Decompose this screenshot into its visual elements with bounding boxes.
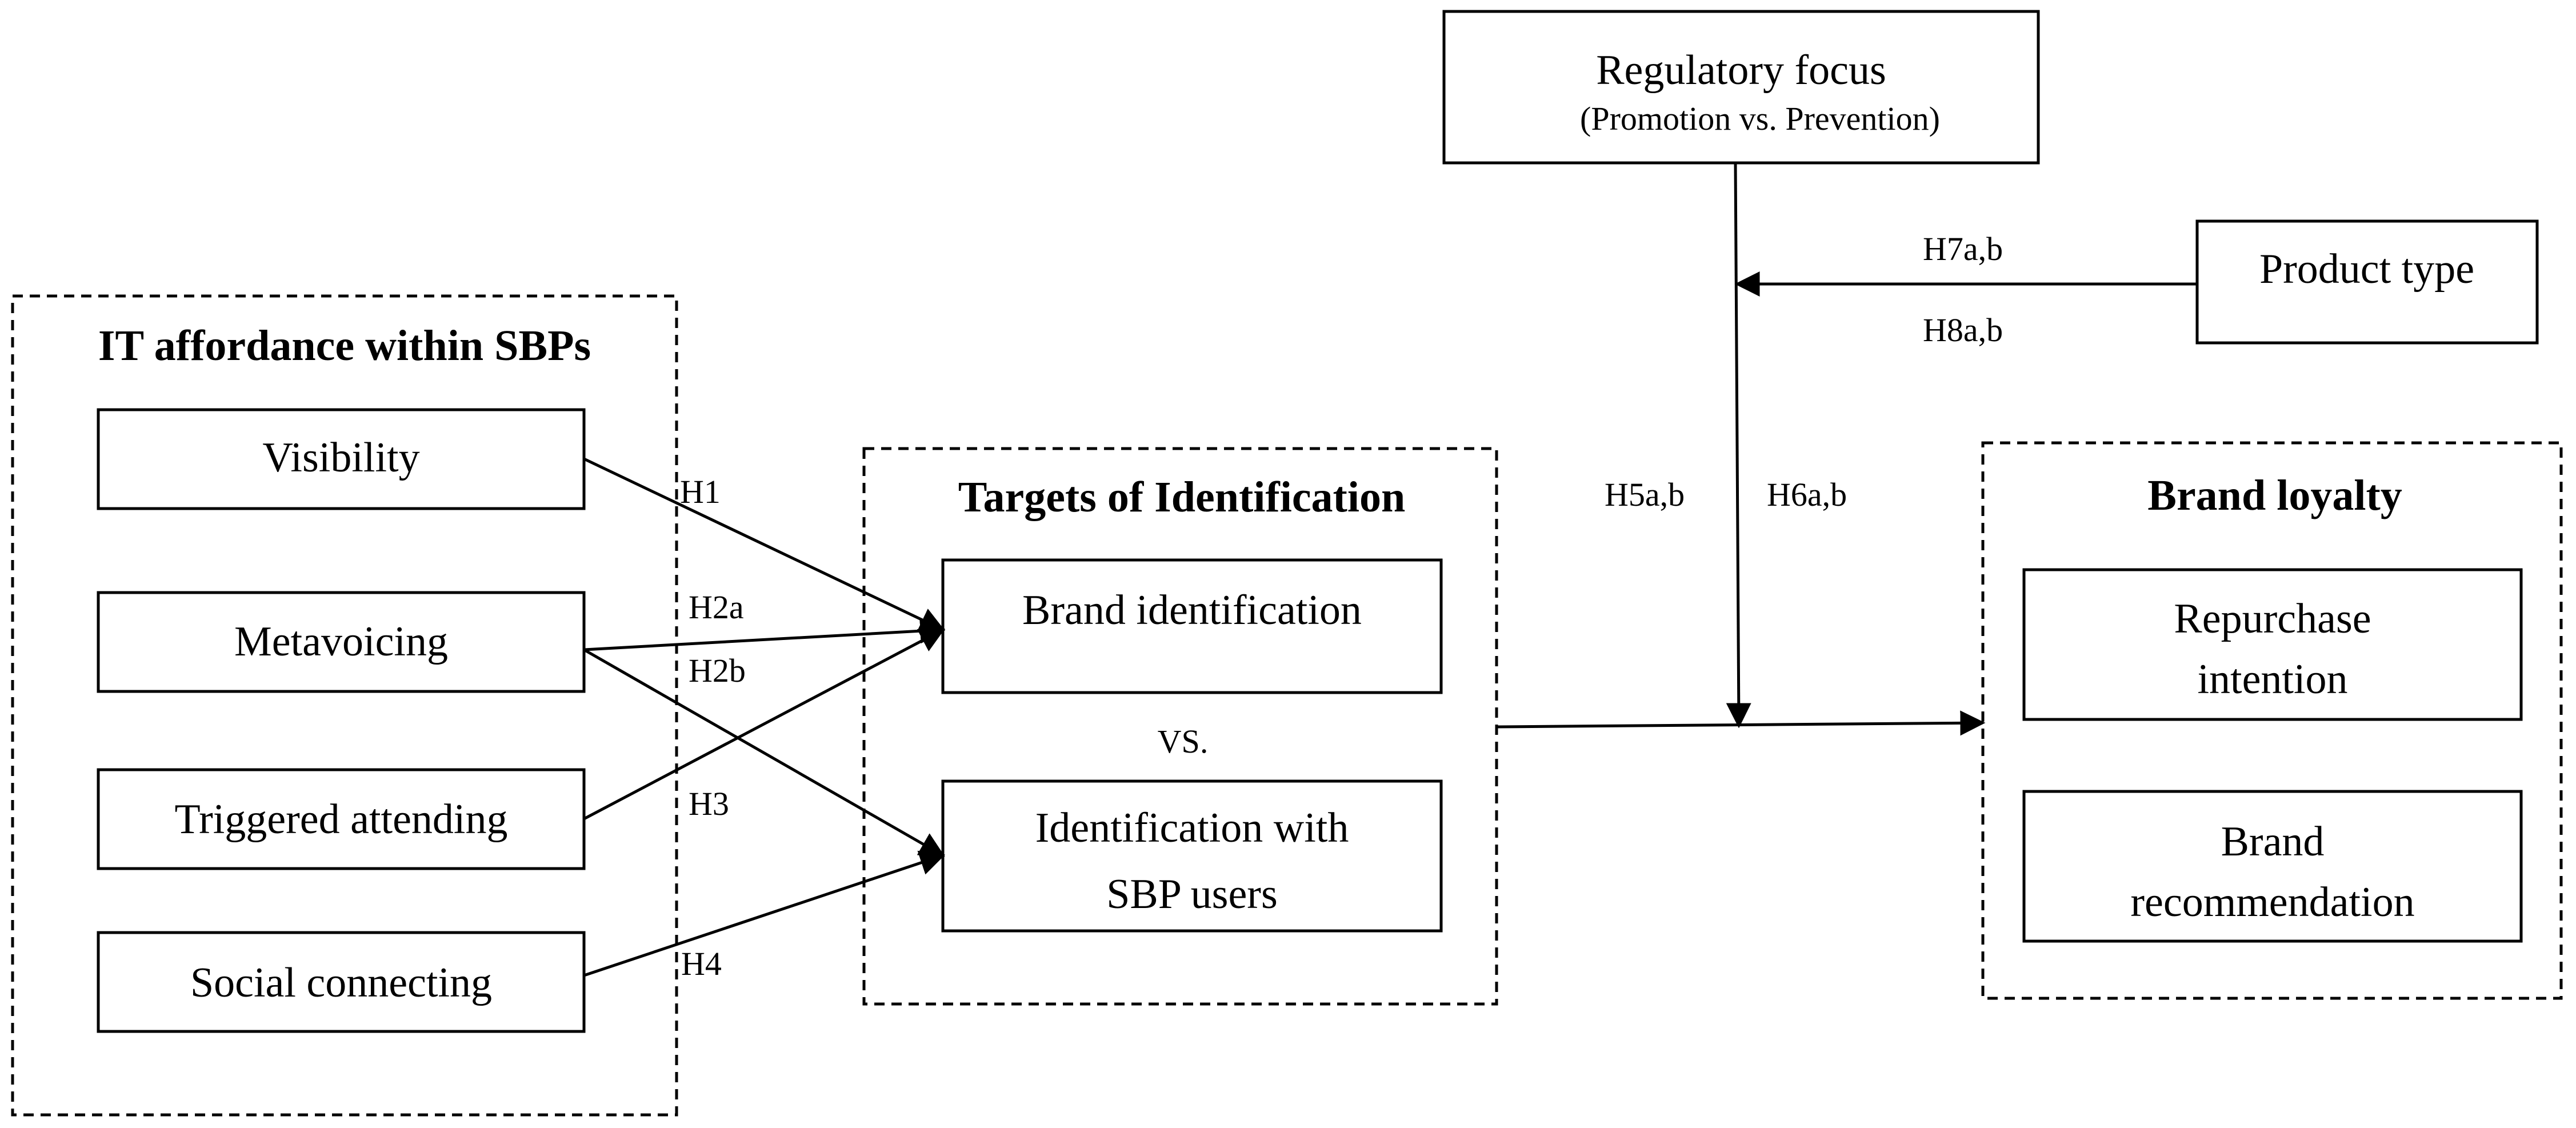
hypothesis-h4-label: H4 [681, 945, 722, 982]
triggered-attending-label: Triggered attending [174, 796, 507, 843]
group-it-affordance: IT affordance within SBPs [11, 294, 678, 1117]
hypothesis-h2a-label: H2a [689, 589, 744, 626]
identification-sbp-users-box: Identification with SBP users [941, 779, 1443, 933]
regulatory-focus-box: Regulatory focus (Promotion vs. Preventi… [1442, 10, 2040, 165]
metavoicing-label: Metavoicing [234, 618, 448, 665]
brand-recommendation-label-line1: Brand [2221, 818, 2325, 865]
product-type-label: Product type [2259, 246, 2474, 293]
repurchase-intention-label-line1: Repurchase [2174, 595, 2371, 642]
identification-sbp-users-label-line2: SBP users [1106, 871, 1278, 918]
hypothesis-h3-label: H3 [689, 785, 729, 822]
hypothesis-h1-label: H1 [680, 473, 721, 510]
hypothesis-h7-label: H7a,b [1923, 230, 2003, 267]
repurchase-intention-label-line2: intention [2197, 656, 2347, 703]
triggered-attending-box: Triggered attending [97, 768, 586, 870]
brand-recommendation-box: Brand recommendation [2022, 790, 2523, 943]
identification-sbp-users-label-line1: Identification with [1035, 805, 1349, 851]
hypothesis-h5-label: H5a,b [1605, 476, 1685, 513]
arrow-h4-social-connecting-to-sbp-users [583, 850, 946, 977]
arrow-regulatory-focus-moderation [1726, 162, 1751, 729]
vs-label: VS. [1158, 723, 1209, 760]
metavoicing-box: Metavoicing [97, 591, 586, 693]
arrow-h1-visibility-to-brand-identification [583, 457, 945, 631]
hypothesis-h8-label: H8a,b [1923, 311, 2003, 349]
arrow-h2b-metavoicing-to-sbp-users [583, 648, 945, 857]
group-brand-loyalty: Brand loyalty [1981, 441, 2563, 1000]
social-connecting-box: Social connecting [97, 931, 586, 1033]
product-type-box: Product type [2195, 219, 2539, 345]
brand-loyalty-title: Brand loyalty [2147, 471, 2402, 519]
hypothesis-h6-label: H6a,b [1767, 476, 1847, 513]
brand-identification-label: Brand identification [1022, 587, 1362, 634]
arrow-h2a-metavoicing-to-brand-identification [583, 618, 946, 651]
social-connecting-label: Social connecting [190, 959, 492, 1006]
hypothesis-h2b-label: H2b [689, 652, 746, 689]
repurchase-intention-box: Repurchase intention [2022, 568, 2523, 721]
targets-title: Targets of Identification [958, 473, 1406, 521]
it-affordance-dashed-border [11, 294, 678, 1117]
brand-recommendation-label-line2: recommendation [2130, 879, 2414, 926]
arrow-h3-triggered-attending-to-brand-identification [583, 628, 945, 821]
regulatory-focus-label: Regulatory focus [1596, 47, 1886, 94]
brand-identification-box: Brand identification [941, 558, 1443, 694]
visibility-label: Visibility [262, 434, 419, 481]
visibility-box: Visibility [97, 408, 586, 510]
it-affordance-title: IT affordance within SBPs [98, 322, 591, 370]
regulatory-focus-sublabel: (Promotion vs. Prevention) [1580, 100, 1940, 137]
